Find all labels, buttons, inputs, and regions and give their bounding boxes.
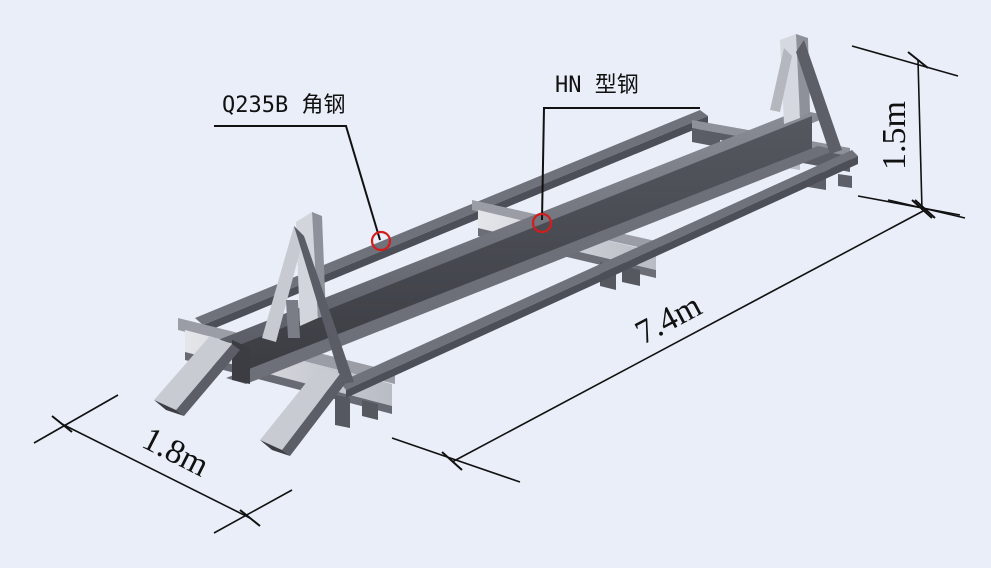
left-foot-1 (154, 336, 240, 416)
left-foot-2 (260, 368, 348, 456)
dimension-width: 1.8m (33, 394, 293, 534)
dimension-label-length: 7.4m (629, 287, 707, 352)
dimension-label-height: 1.5m (876, 101, 913, 170)
steel-structure (154, 34, 858, 456)
callout-label-hn-steel: HN 型钢 (555, 73, 639, 98)
leader-line (214, 125, 381, 241)
callout-label-angle-steel: Q235B 角钢 (222, 93, 345, 118)
dimension-height: 1.5m (851, 45, 961, 219)
dimension-label-width: 1.8m (136, 420, 214, 484)
marker-circle (370, 230, 392, 252)
front-rail (340, 150, 858, 398)
callout-hn-steel: HN 型钢 (531, 73, 700, 234)
callout-angle-steel: Q235B 角钢 (214, 93, 392, 252)
hn-main-beam (218, 110, 836, 384)
right-a-frame (770, 34, 842, 154)
leader-line (541, 107, 700, 221)
left-a-frame (262, 212, 354, 384)
marker-circle (531, 212, 553, 234)
